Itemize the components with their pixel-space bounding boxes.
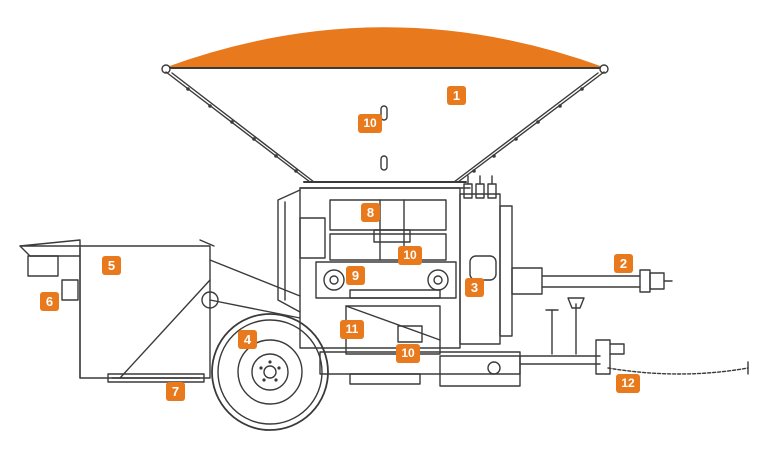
callout-10-rotor: 10 bbox=[398, 246, 422, 265]
callout-7: 7 bbox=[166, 382, 185, 401]
hopper-funnel bbox=[165, 71, 605, 189]
hopper-dome bbox=[165, 27, 605, 69]
pto-shaft bbox=[511, 267, 673, 295]
callout-12: 12 bbox=[616, 374, 640, 393]
callout-2: 2 bbox=[614, 254, 633, 273]
callout-10-lower: 10 bbox=[396, 344, 420, 363]
chassis bbox=[319, 339, 625, 387]
callout-1: 1 bbox=[447, 86, 466, 105]
callout-6: 6 bbox=[40, 292, 59, 311]
callout-5: 5 bbox=[102, 256, 121, 275]
callout-8: 8 bbox=[361, 203, 380, 222]
discharge-chute bbox=[19, 239, 301, 383]
callout-9: 9 bbox=[346, 266, 365, 285]
callout-10-hopper: 10 bbox=[358, 114, 382, 133]
wheel bbox=[211, 313, 329, 431]
callout-11: 11 bbox=[340, 320, 364, 339]
main-housing bbox=[277, 175, 513, 355]
callout-4: 4 bbox=[238, 330, 257, 349]
callout-3: 3 bbox=[465, 278, 484, 297]
chain bbox=[607, 361, 749, 375]
support-stands bbox=[545, 297, 585, 355]
